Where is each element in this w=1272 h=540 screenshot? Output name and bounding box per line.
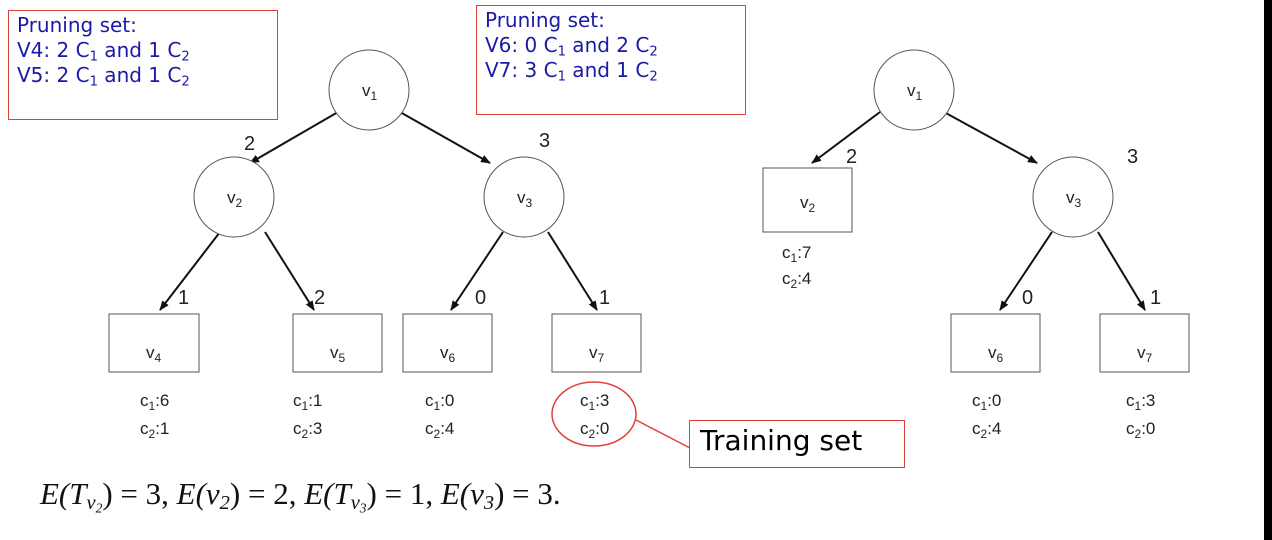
leaf-v6: v6 c1:0 c2:4 <box>402 313 493 441</box>
edge-label-v7: 1 <box>599 287 610 309</box>
edge-v1-v2-pruned <box>811 111 881 164</box>
pruning-set-box-left: Pruning set: V4: 2 C1 and 1 C2 V5: 2 C1 … <box>8 10 278 120</box>
edge-label-v3: 3 <box>539 130 550 152</box>
training-set-callout: Training set <box>689 420 905 468</box>
error-formula: E(Tv2) = 3, E(v2) = 2, E(Tv3) = 1, E(v3)… <box>40 476 561 516</box>
svg-text:c2:0: c2:0 <box>1126 419 1155 441</box>
pruning-line-v7: V7: 3 C1 and 1 C2 <box>485 58 658 85</box>
leaf-v2-pruned: v2 c1:7 c2:4 <box>762 167 853 291</box>
svg-text:c1:1: c1:1 <box>293 391 322 413</box>
edge-label-v5: 2 <box>314 287 325 309</box>
edge-v1-v3-pruned <box>943 111 1038 164</box>
edge-label-v2-pruned: 2 <box>846 146 857 168</box>
pruned-tree: 2 3 0 1 v1 v2 c1:7 c2:4 v3 v6 c1:0 c2:4 … <box>762 49 1190 441</box>
training-highlight-ellipse <box>551 381 637 447</box>
edge-v3-v6 <box>450 231 504 311</box>
svg-text:v6: v6 <box>440 343 456 365</box>
svg-text:v6: v6 <box>988 343 1004 365</box>
callout-line <box>635 419 691 449</box>
svg-text:v2: v2 <box>800 193 816 215</box>
svg-text:v3: v3 <box>517 188 533 210</box>
pruning-line-v5: V5: 2 C1 and 1 C2 <box>17 63 190 90</box>
svg-text:v2: v2 <box>227 188 243 210</box>
svg-text:c2:3: c2:3 <box>293 419 322 441</box>
leaf-v5: v5 c1:1 c2:3 <box>292 313 383 441</box>
svg-text:v1: v1 <box>907 81 923 103</box>
svg-text:v1: v1 <box>362 81 378 103</box>
svg-text:c1:3: c1:3 <box>580 391 609 413</box>
edge-v2-v5 <box>264 231 315 311</box>
svg-text:c1:0: c1:0 <box>972 391 1001 413</box>
edge-label-v3-pruned: 3 <box>1127 146 1138 168</box>
svg-text:c1:3: c1:3 <box>1126 391 1155 413</box>
node-v3-pruned: v3 <box>1032 156 1114 238</box>
edge-v3-v6-pruned <box>999 231 1053 311</box>
svg-text:c2:4: c2:4 <box>425 419 454 441</box>
svg-text:c2:4: c2:4 <box>782 269 811 291</box>
pruning-set-box-right: Pruning set: V6: 0 C1 and 2 C2 V7: 3 C1 … <box>476 5 746 115</box>
node-v1-pruned: v1 <box>873 49 955 131</box>
svg-text:v7: v7 <box>589 343 605 365</box>
svg-text:c2:4: c2:4 <box>972 419 1001 441</box>
edge-v3-v7-pruned <box>1097 231 1146 311</box>
edge-label-v7-pruned: 1 <box>1150 287 1161 309</box>
node-v3: v3 <box>483 156 565 238</box>
svg-text:v4: v4 <box>146 343 162 365</box>
svg-text:c1:6: c1:6 <box>140 391 169 413</box>
edge-v1-v2 <box>249 111 339 164</box>
leaf-v6-pruned: v6 c1:0 c2:4 <box>950 313 1041 441</box>
svg-text:c1:7: c1:7 <box>782 243 811 265</box>
svg-text:c1:0: c1:0 <box>425 391 454 413</box>
svg-text:v7: v7 <box>1137 343 1153 365</box>
right-edge-bar <box>1264 0 1272 540</box>
pruning-line-v4: V4: 2 C1 and 1 C2 <box>17 38 190 65</box>
pruning-line-v6: V6: 0 C1 and 2 C2 <box>485 33 658 60</box>
edge-label-v6-pruned: 0 <box>1022 287 1033 309</box>
node-v2: v2 <box>193 156 275 238</box>
pruning-title-right: Pruning set: <box>485 8 605 32</box>
edge-v3-v7 <box>547 231 598 311</box>
edge-v1-v3 <box>399 111 491 164</box>
leaf-v7: v7 c1:3 c2:0 <box>551 313 642 441</box>
edge-label-v4: 1 <box>178 287 189 309</box>
edge-label-v2: 2 <box>244 133 255 155</box>
svg-text:v5: v5 <box>330 343 346 365</box>
svg-text:v3: v3 <box>1066 188 1082 210</box>
svg-text:c2:1: c2:1 <box>140 419 169 441</box>
edge-label-v6: 0 <box>475 287 486 309</box>
node-v1: v1 <box>328 49 410 131</box>
edge-v2-v4 <box>159 231 221 311</box>
leaf-v4: v4 c1:6 c2:1 <box>108 313 200 441</box>
pruning-title-left: Pruning set: <box>17 13 137 37</box>
leaf-v7-pruned: v7 c1:3 c2:0 <box>1099 313 1190 441</box>
svg-text:c2:0: c2:0 <box>580 419 609 441</box>
full-tree: 2 3 1 2 0 1 v1 v2 v3 v4 c1:6 c2:1 v5 c1:… <box>108 49 691 449</box>
